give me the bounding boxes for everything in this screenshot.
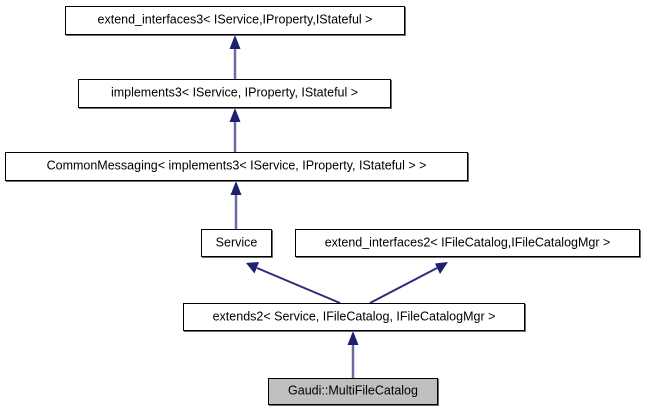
node-label: Gaudi::MultiFileCatalog [288, 383, 418, 398]
node-extend-interfaces2[interactable]: extend_interfaces2< IFileCatalog,IFileCa… [295, 229, 640, 257]
node-gaudi-multifilecatalog[interactable]: Gaudi::MultiFileCatalog [268, 378, 438, 405]
node-implements3[interactable]: implements3< IService, IProperty, IState… [78, 79, 391, 108]
edge-gaudi-to-extends2 [347, 331, 359, 378]
edge-common-messaging-to-implements3 [229, 108, 241, 152]
node-service[interactable]: Service [201, 229, 272, 257]
node-extend-interfaces3[interactable]: extend_interfaces3< IService,IProperty,I… [65, 6, 405, 35]
node-label: CommonMessaging< implements3< IService, … [46, 158, 427, 173]
node-label: extend_interfaces3< IService,IProperty,I… [97, 12, 373, 27]
edge-extends2-to-service [246, 262, 341, 304]
node-extends2[interactable]: extends2< Service, IFileCatalog, IFileCa… [183, 303, 525, 331]
edge-implements3-to-extend-interfaces3 [229, 35, 241, 79]
node-label: Service [215, 235, 258, 250]
edge-service-to-common-messaging [230, 181, 242, 229]
node-label: extends2< Service, IFileCatalog, IFileCa… [212, 309, 496, 324]
node-label: implements3< IService, IProperty, IState… [110, 85, 359, 100]
edge-extends2-to-extend-interfaces2 [369, 262, 448, 304]
node-label: extend_interfaces2< IFileCatalog,IFileCa… [324, 235, 611, 250]
node-common-messaging[interactable]: CommonMessaging< implements3< IService, … [5, 152, 468, 181]
